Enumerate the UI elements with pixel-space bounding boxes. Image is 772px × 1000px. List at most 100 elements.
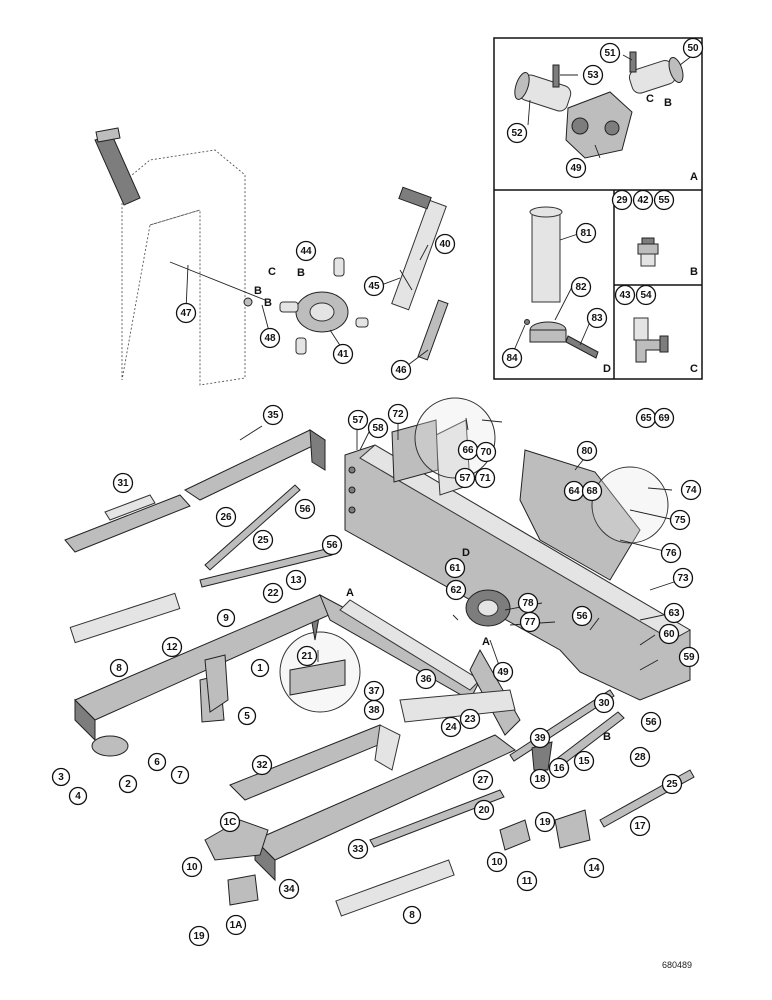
callout-35: 35 — [262, 404, 284, 426]
callout-circle — [252, 529, 274, 551]
callout-label: 31 — [117, 478, 129, 489]
callout-19: 19 — [188, 925, 210, 947]
callout-56: 56 — [571, 605, 593, 627]
callout-42: 42 — [632, 189, 654, 211]
callout-label: 56 — [576, 611, 588, 622]
callout-label: 7 — [177, 770, 183, 781]
callout-circle — [629, 815, 651, 837]
callout-label: 59 — [683, 652, 695, 663]
callout-circle — [459, 708, 481, 730]
callout-46: 46 — [390, 359, 412, 381]
callout-circle — [570, 276, 592, 298]
callout-label: 61 — [449, 563, 461, 574]
inline-letter-b: B — [297, 267, 305, 279]
callout-circle — [251, 754, 273, 776]
callout-label: 82 — [575, 282, 587, 293]
callout-81: 81 — [575, 222, 597, 244]
callout-circle — [581, 480, 603, 502]
callout-75: 75 — [669, 509, 691, 531]
callout-circle — [170, 765, 190, 785]
callout-circle — [347, 409, 369, 431]
callout-circle — [225, 914, 247, 936]
swivel-pin-assembly — [514, 51, 684, 159]
callout-circle — [575, 222, 597, 244]
callout-82: 82 — [570, 276, 592, 298]
callout-13: 13 — [285, 569, 307, 591]
callout-label: 29 — [616, 195, 628, 206]
callout-label: 4 — [75, 791, 81, 802]
callout-label: 8 — [116, 663, 122, 674]
callout-label: 75 — [674, 515, 686, 526]
callout-label: 42 — [637, 195, 649, 206]
callout-circle — [529, 727, 551, 749]
callout-62: 62 — [445, 579, 467, 601]
callout-70: 70 — [475, 441, 497, 463]
ghosted-mast — [94, 127, 266, 386]
callout-circle — [296, 645, 318, 667]
callout-circle — [285, 569, 307, 591]
callout-circle — [332, 343, 354, 365]
callout-circle — [473, 799, 495, 821]
callout-circle — [444, 557, 466, 579]
callout-circle — [516, 870, 538, 892]
callout-label: 55 — [658, 195, 670, 206]
callout-label: 74 — [685, 485, 697, 496]
callout-circle — [367, 417, 389, 439]
callout-label: 25 — [257, 535, 269, 546]
callout-label: 65 — [640, 413, 652, 424]
callout-label: 81 — [580, 228, 592, 239]
callout-label: 8 — [409, 910, 415, 921]
callout-17: 17 — [629, 815, 651, 837]
callout-11: 11 — [516, 870, 538, 892]
callout-label: 1A — [230, 920, 243, 931]
callout-41: 41 — [332, 343, 354, 365]
lift-cylinder — [391, 186, 449, 361]
callout-74: 74 — [680, 479, 702, 501]
callout-56: 56 — [321, 534, 343, 556]
callout-label: 38 — [368, 705, 380, 716]
callout-23: 23 — [459, 708, 481, 730]
callout-label: 58 — [372, 423, 384, 434]
callout-label: 76 — [665, 548, 677, 559]
cross-beam — [399, 689, 516, 723]
callout-circle — [571, 605, 593, 627]
callout-22: 22 — [262, 582, 284, 604]
callout-26: 26 — [215, 506, 237, 528]
callout-label: 70 — [480, 447, 492, 458]
callout-circle — [454, 467, 476, 489]
callout-68: 68 — [581, 480, 603, 502]
callout-label: 28 — [634, 752, 646, 763]
callout-label: 57 — [459, 473, 471, 484]
callout-circle — [118, 774, 138, 794]
callout-label: 2 — [125, 779, 131, 790]
callout-circle — [653, 407, 675, 429]
callout-58: 58 — [367, 417, 389, 439]
callout-label: 32 — [256, 760, 268, 771]
callout-label: 62 — [450, 585, 462, 596]
callout-label: 45 — [368, 281, 380, 292]
callout-label: 57 — [352, 415, 364, 426]
callout-label: 26 — [220, 512, 232, 523]
callout-circle — [188, 925, 210, 947]
vertical-pin — [524, 206, 599, 359]
dozer-blade — [344, 419, 692, 701]
callout-circle — [440, 716, 462, 738]
callout-59: 59 — [678, 646, 700, 668]
callout-circle — [672, 567, 694, 589]
callout-circle — [519, 611, 541, 633]
callout-label: 48 — [264, 333, 276, 344]
callout-circle — [573, 750, 595, 772]
trunnion-ring — [279, 257, 369, 355]
callout-circle — [565, 157, 587, 179]
callout-56: 56 — [640, 711, 662, 733]
callout-12: 12 — [161, 636, 183, 658]
callout-label: 33 — [352, 844, 364, 855]
callout-label: 12 — [166, 642, 178, 653]
callout-circle — [321, 534, 343, 556]
callout-label: 46 — [395, 365, 407, 376]
callout-64: 64 — [563, 480, 585, 502]
callout-83: 83 — [586, 307, 608, 329]
panel-letter-b: B — [690, 266, 698, 278]
callout-55: 55 — [653, 189, 675, 211]
